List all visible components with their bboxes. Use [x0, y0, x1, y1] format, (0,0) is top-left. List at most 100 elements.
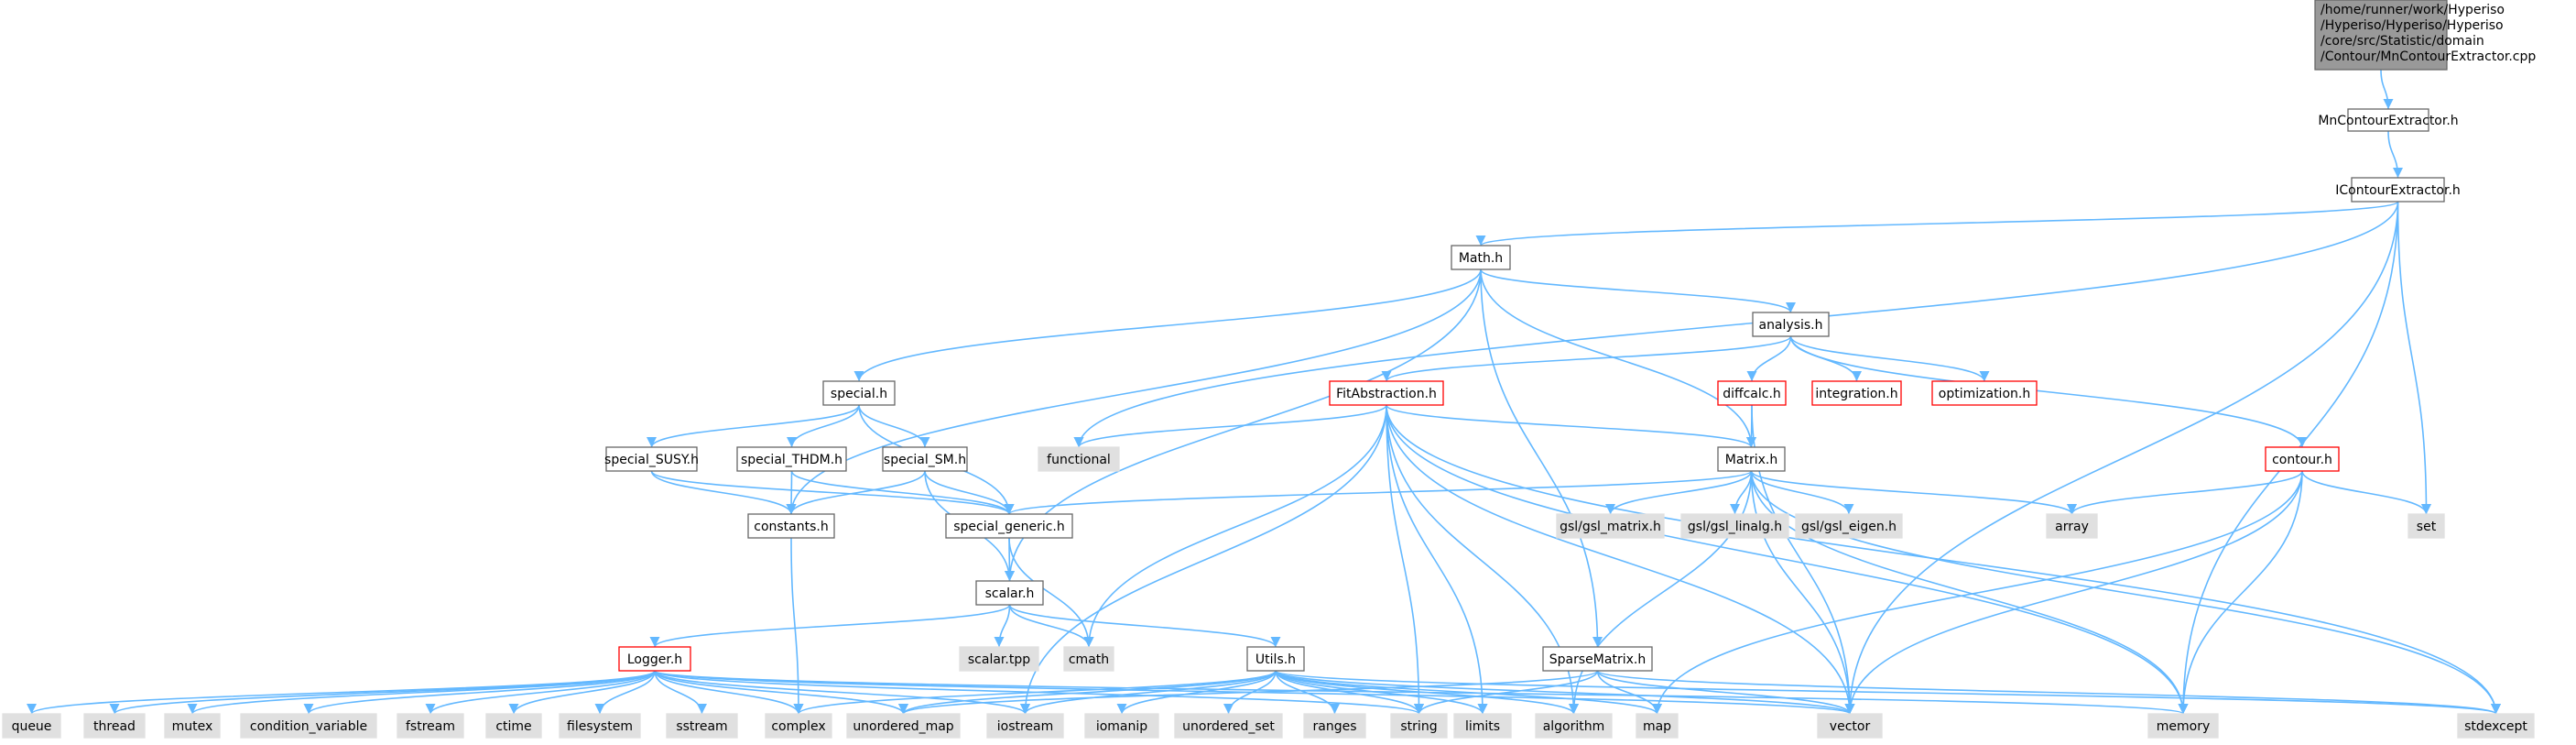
node-gsl-eigen[interactable]: gsl/gsl_eigen.h [1795, 513, 1903, 539]
node-box [240, 713, 377, 739]
edge-analysis-to-diffcalc [1746, 335, 1792, 382]
node-label: ctime [495, 719, 531, 734]
node-unordered-map[interactable]: unordered_map [846, 713, 961, 739]
node-optimization[interactable]: optimization.h [1931, 380, 2038, 406]
edge-logger-to-queue [27, 670, 656, 715]
edge-logger-to-thread [109, 670, 656, 715]
node-box [1931, 380, 2038, 406]
node-sstream[interactable]: sstream [666, 713, 738, 739]
node-constants[interactable]: constants.h [747, 513, 835, 539]
node-analysis[interactable]: analysis.h [1752, 312, 1830, 337]
node-box [2408, 513, 2445, 539]
node-string[interactable]: string [1390, 713, 1448, 739]
node-memory[interactable]: memory [2147, 713, 2219, 739]
node-label: scalar.tpp [968, 652, 1030, 667]
node-logger[interactable]: Logger.h [618, 646, 691, 672]
node-unordered-set[interactable]: unordered_set [1174, 713, 1283, 739]
edge-contour-to-vector [1844, 470, 2303, 715]
node-label: map [1643, 719, 1671, 734]
node-matrix[interactable]: Matrix.h [1717, 446, 1786, 472]
edge-scalar-to-utils [1008, 604, 1281, 648]
edge-logger-to-unordered-map [654, 670, 908, 715]
node-label: diffcalc.h [1723, 387, 1781, 401]
node-special[interactable]: special.h [822, 380, 896, 406]
node-scalar-tpp[interactable]: scalar.tpp [959, 646, 1039, 672]
node-label: Logger.h [627, 652, 682, 667]
node-contour[interactable]: contour.h [2265, 446, 2340, 472]
node-box [1084, 713, 1159, 739]
node-label: contour.h [2272, 453, 2332, 467]
node-utils[interactable]: Utils.h [1246, 646, 1305, 672]
node-fstream[interactable]: fstream [397, 713, 464, 739]
node-gsl-matrix[interactable]: gsl/gsl_matrix.h [1556, 513, 1665, 539]
node-label: iostream [997, 719, 1054, 734]
node-mncontour[interactable]: MnContourExtractor.h [2318, 108, 2459, 132]
node-label-line: /Contour/MnContourExtractor.cpp [2321, 49, 2536, 64]
edge-icontour-to-functional [1073, 201, 2399, 448]
node-complex[interactable]: complex [765, 713, 832, 739]
node-stdexcept[interactable]: stdexcept [2457, 713, 2535, 739]
node-condvar[interactable]: condition_variable [240, 713, 377, 739]
node-map[interactable]: map [1636, 713, 1679, 739]
node-filesystem[interactable]: filesystem [559, 713, 641, 739]
edge-special-to-special-susy [647, 404, 860, 448]
node-special-thdm[interactable]: special_THDM.h [736, 446, 847, 472]
edge-matrix-to-stdexcept [1750, 470, 2502, 715]
node-mutex[interactable]: mutex [164, 713, 221, 739]
node-ranges[interactable]: ranges [1303, 713, 1366, 739]
node-vector[interactable]: vector [1817, 713, 1883, 739]
node-special-susy[interactable]: special_SUSY.h [604, 446, 699, 472]
node-fitabs[interactable]: FitAbstraction.h [1329, 380, 1444, 406]
node-box [2347, 108, 2429, 132]
edge-fitabs-to-iostream [1019, 404, 1387, 715]
node-thread[interactable]: thread [83, 713, 146, 739]
node-box [1451, 245, 1511, 270]
node-set[interactable]: set [2408, 513, 2445, 539]
node-sparse[interactable]: SparseMatrix.h [1542, 646, 1653, 672]
node-cmath[interactable]: cmath [1063, 646, 1114, 672]
node-scalar[interactable]: scalar.h [975, 580, 1044, 606]
edge-logger-to-fstream [425, 670, 656, 715]
node-label: fstream [406, 719, 455, 734]
node-label: thread [93, 719, 136, 734]
node-iostream[interactable]: iostream [986, 713, 1064, 739]
node-functional[interactable]: functional [1038, 446, 1120, 472]
nodes-layer: /home/runner/work/Hyperiso/Hyperiso/Hype… [2, 0, 2536, 739]
node-iomanip[interactable]: iomanip [1084, 713, 1159, 739]
node-special-sm[interactable]: special_SM.h [882, 446, 968, 472]
node-label: limits [1465, 719, 1500, 734]
node-special-generic[interactable]: special_generic.h [945, 513, 1073, 539]
edge-utils-to-map [1275, 670, 1662, 715]
node-label: filesystem [567, 719, 633, 734]
edge-logger-to-condvar [303, 670, 656, 715]
node-diffcalc[interactable]: diffcalc.h [1717, 380, 1787, 406]
edge-contour-to-set [2301, 470, 2432, 515]
node-limits[interactable]: limits [1453, 713, 1512, 739]
node-queue[interactable]: queue [2, 713, 61, 739]
edge-logger-to-ctime [508, 670, 656, 715]
node-box [1680, 513, 1789, 539]
edge-math-to-sparse [1480, 268, 1603, 648]
node-gsl-linalg[interactable]: gsl/gsl_linalg.h [1680, 513, 1789, 539]
node-label: complex [771, 719, 825, 734]
node-icontour[interactable]: IContourExtractor.h [2335, 177, 2461, 203]
node-label: cmath [1069, 652, 1109, 667]
node-box [822, 380, 896, 406]
node-root[interactable]: /home/runner/work/Hyperiso/Hyperiso/Hype… [2314, 0, 2536, 71]
node-algorithm[interactable]: algorithm [1535, 713, 1613, 739]
edge-utils-to-ranges [1275, 670, 1341, 715]
edge-matrix-to-array [1750, 470, 2077, 515]
node-box [846, 713, 961, 739]
node-label: special_SM.h [884, 453, 966, 467]
edge-root-to-mncontour [2380, 69, 2394, 110]
node-box [986, 713, 1064, 739]
node-array[interactable]: array [2046, 513, 2098, 539]
node-label: FitAbstraction.h [1336, 387, 1437, 401]
node-ctime[interactable]: ctime [485, 713, 542, 739]
node-integration[interactable]: integration.h [1811, 380, 1902, 406]
node-math[interactable]: Math.h [1451, 245, 1511, 270]
edge-logger-to-complex [654, 670, 804, 715]
node-box [945, 513, 1073, 539]
node-label: queue [12, 719, 52, 734]
